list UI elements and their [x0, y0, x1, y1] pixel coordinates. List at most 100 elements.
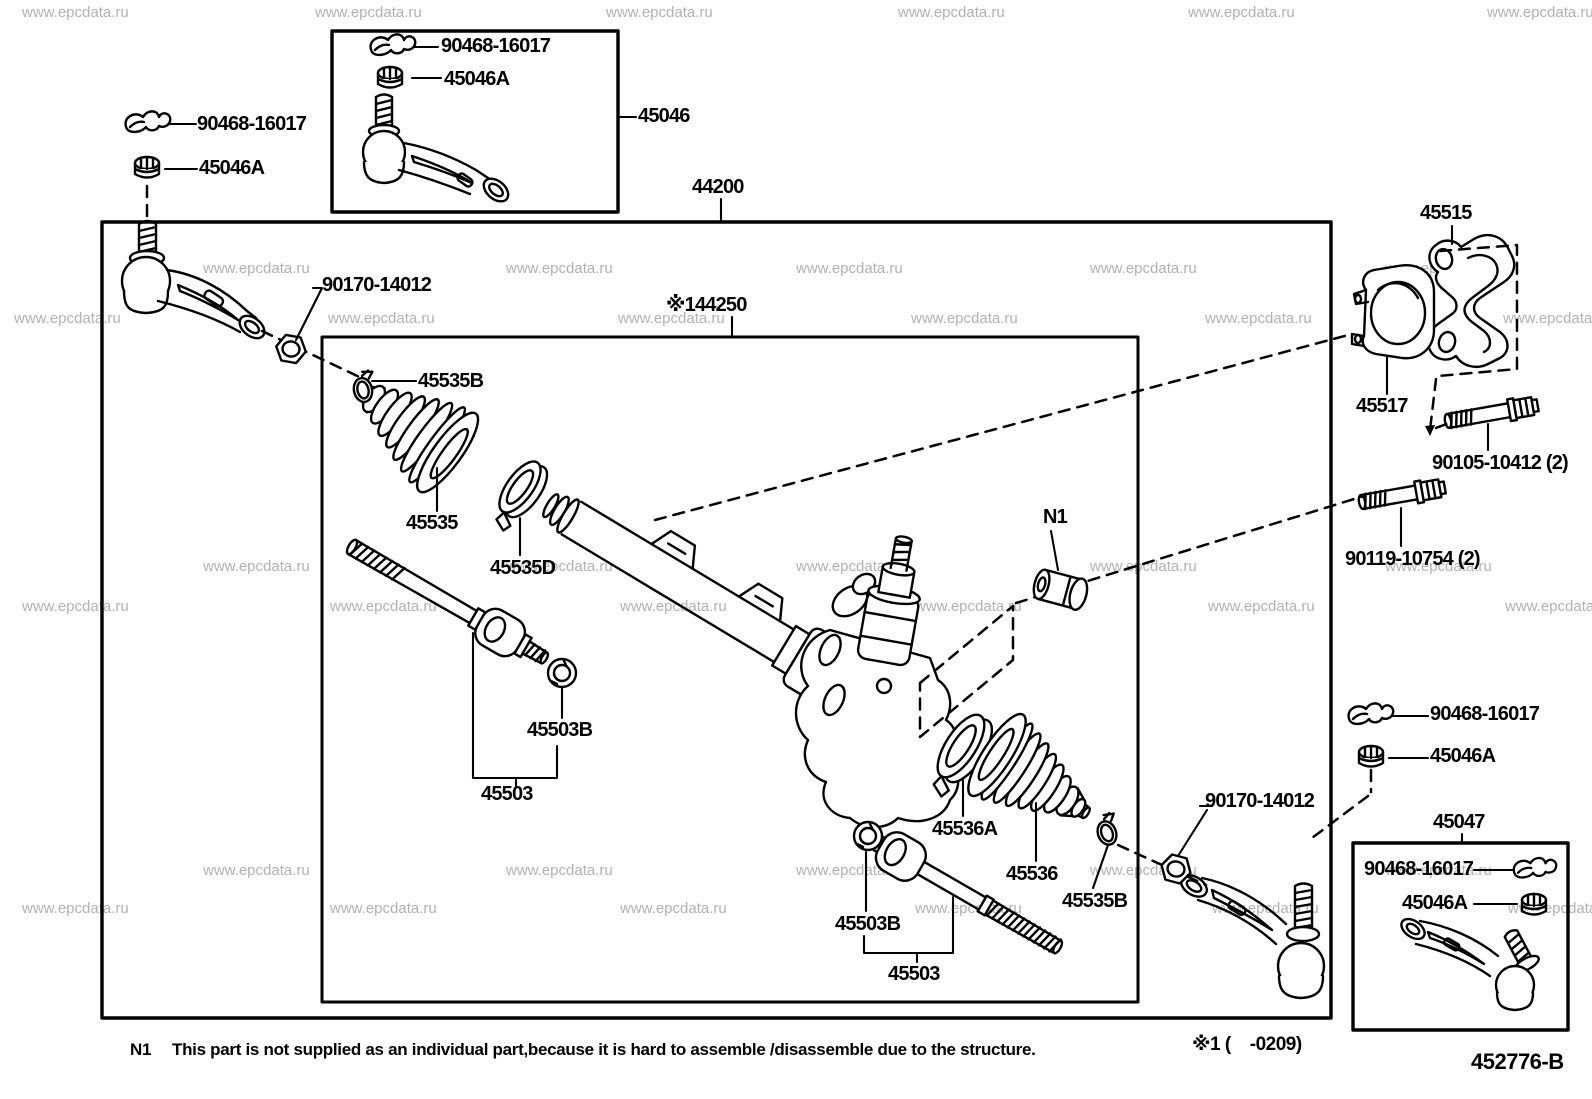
- spacer-bushing-n1-icon: [1032, 568, 1089, 611]
- castle-nut-icon: [1520, 892, 1548, 916]
- watermark: www.epcdata.ru: [1385, 862, 1492, 879]
- part-label-45515: 45515: [1420, 202, 1472, 224]
- castle-nut-icon: [1357, 744, 1385, 768]
- watermark: www.epcdata.ru: [1487, 4, 1592, 21]
- hex-nut-icon: [1160, 853, 1192, 885]
- watermark: www.epcdata.ru: [911, 310, 1018, 327]
- watermark: www.epcdata.ru: [1090, 260, 1197, 277]
- part-label-45503-bottom: 45503: [888, 963, 940, 985]
- rack-clamp-45517-drawing: [1350, 264, 1436, 360]
- part-label-N1: N1: [1043, 506, 1068, 528]
- castle-nut-icon: [376, 65, 404, 89]
- steering-rack-assembly-drawing: [542, 493, 960, 829]
- watermark: www.epcdata.ru: [1385, 558, 1492, 575]
- part-label-44200: 44200: [692, 176, 744, 198]
- part-label-90119-10754: 90119-10754 (2): [1345, 548, 1481, 570]
- boot-clamp-45535B-icon: [352, 369, 374, 404]
- watermark: www.epcdata.ru: [330, 598, 437, 615]
- watermark: www.epcdata.ru: [796, 558, 903, 575]
- castle-nut-icon: [133, 155, 161, 179]
- hex-nut-icon: [275, 333, 307, 365]
- watermark: www.epcdata.ru: [620, 598, 727, 615]
- watermark: www.epcdata.ru: [796, 260, 903, 277]
- watermark: www.epcdata.ru: [915, 900, 1022, 917]
- part-label-90105-10412: 90105-10412 (2): [1432, 452, 1569, 474]
- label-leader-lines: [163, 45, 1519, 964]
- part-label-45046A-inset: 45046A: [444, 68, 510, 90]
- watermark: www.epcdata.ru: [506, 558, 613, 575]
- cotter-pin-clip-icon: [369, 33, 417, 57]
- watermark: www.epcdata.ru: [506, 862, 613, 879]
- part-label-90468-16017-box: 90468-16017: [1364, 858, 1474, 880]
- inner-tie-rod-45503-left-drawing: [345, 538, 550, 665]
- part-label-45046: 45046: [638, 105, 690, 127]
- part-label-45535D: 45535D: [490, 557, 556, 579]
- rack-bracket-45515-drawing: [1427, 233, 1516, 368]
- watermark: www.epcdata.ru: [898, 4, 1005, 21]
- watermark: www.epcdata.ru: [1503, 310, 1592, 327]
- watermark: www.epcdata.ru: [1188, 4, 1295, 21]
- tie-rod-end-inset-drawing: [361, 93, 510, 203]
- boot-clamp-45536A-drawing: [932, 713, 994, 798]
- bolt-90105-drawing: [1443, 396, 1540, 430]
- part-label-45535: 45535: [406, 512, 458, 534]
- watermark: www.epcdata.ru: [1205, 310, 1312, 327]
- watermark: www.epcdata.ru: [328, 310, 435, 327]
- cotter-pin-clip-icon: [124, 110, 172, 134]
- watermark: www.epcdata.ru: [506, 260, 613, 277]
- cotter-pin-clip-icon: [1512, 856, 1558, 879]
- tie-rod-end-bottom-right-drawing: [1180, 874, 1326, 1000]
- part-label-45517: 45517: [1356, 395, 1408, 417]
- assembly-dashed-lines: [145, 184, 1519, 887]
- claw-washer-45503B-icon: [852, 820, 884, 852]
- watermark: www.epcdata.ru: [315, 4, 422, 21]
- part-label-45046A-box: 45046A: [1402, 892, 1468, 914]
- part-label-90170-14012-left: 90170-14012: [322, 274, 432, 296]
- cotter-pin-clip-icon: [1347, 702, 1395, 726]
- watermark: www.epcdata.ru: [203, 260, 310, 277]
- part-label-45536: 45536: [1006, 863, 1058, 885]
- part-label-45503B-bottom: 45503B: [835, 913, 901, 935]
- watermark: www.epcdata.ru: [915, 598, 1022, 615]
- part-label-90468-16017-right: 90468-16017: [1430, 703, 1540, 725]
- part-label-45047: 45047: [1433, 811, 1485, 833]
- steering-boot-45536-drawing: [967, 712, 1091, 820]
- watermark: www.epcdata.ru: [620, 900, 727, 917]
- sheet-code: 452776-B: [1471, 1049, 1564, 1074]
- claw-washer-45503B-icon: [546, 657, 578, 689]
- watermark: www.epcdata.ru: [330, 900, 437, 917]
- boot-clamp-45535B-icon: [1096, 811, 1118, 846]
- watermark: www.epcdata.ru: [1208, 598, 1315, 615]
- steering-boot-45535-drawing: [359, 384, 480, 494]
- part-label-45046A-right: 45046A: [1430, 745, 1496, 767]
- dashed-arrowhead: [1425, 425, 1435, 436]
- watermark: www.epcdata.ru: [1505, 598, 1592, 615]
- part-label-90468-16017-inset: 90468-16017: [441, 35, 551, 57]
- watermark: www.epcdata.ru: [606, 4, 713, 21]
- watermark: www.epcdata.ru: [203, 558, 310, 575]
- part-label-45503B-left: 45503B: [527, 719, 593, 741]
- boot-clamp-45535D-drawing: [495, 460, 549, 532]
- tie-rod-end-left-drawing: [120, 219, 266, 340]
- part-label-45535B-left: 45535B: [418, 370, 484, 392]
- part-label-90170-14012-bottom: 90170-14012: [1205, 790, 1315, 812]
- footnote-text: This part is not supplied as an individu…: [172, 1040, 1036, 1059]
- footnote-ref-N1: N1: [130, 1040, 152, 1059]
- diagram-frames: [100, 29, 1570, 1032]
- watermark: www.epcdata.ru: [796, 862, 903, 879]
- part-label-45046A-top-left: 45046A: [199, 157, 265, 179]
- watermark: www.epcdata.ru: [618, 310, 725, 327]
- tie-rod-end-45047-drawing: [1400, 917, 1540, 1012]
- applicability-note: ※1 ( -0209): [1192, 1034, 1302, 1055]
- watermark: www.epcdata.ru: [203, 862, 310, 879]
- part-label-90468-16017-top-left: 90468-16017: [197, 113, 307, 135]
- part-label-45536A: 45536A: [932, 818, 998, 840]
- part-label-45535B-bottom: 45535B: [1062, 890, 1128, 912]
- part-label-45503-left: 45503: [481, 783, 533, 805]
- watermark: www.epcdata.ru: [14, 310, 121, 327]
- part-label-144250: ※144250: [666, 294, 747, 316]
- watermark: www.epcdata.ru: [22, 4, 129, 21]
